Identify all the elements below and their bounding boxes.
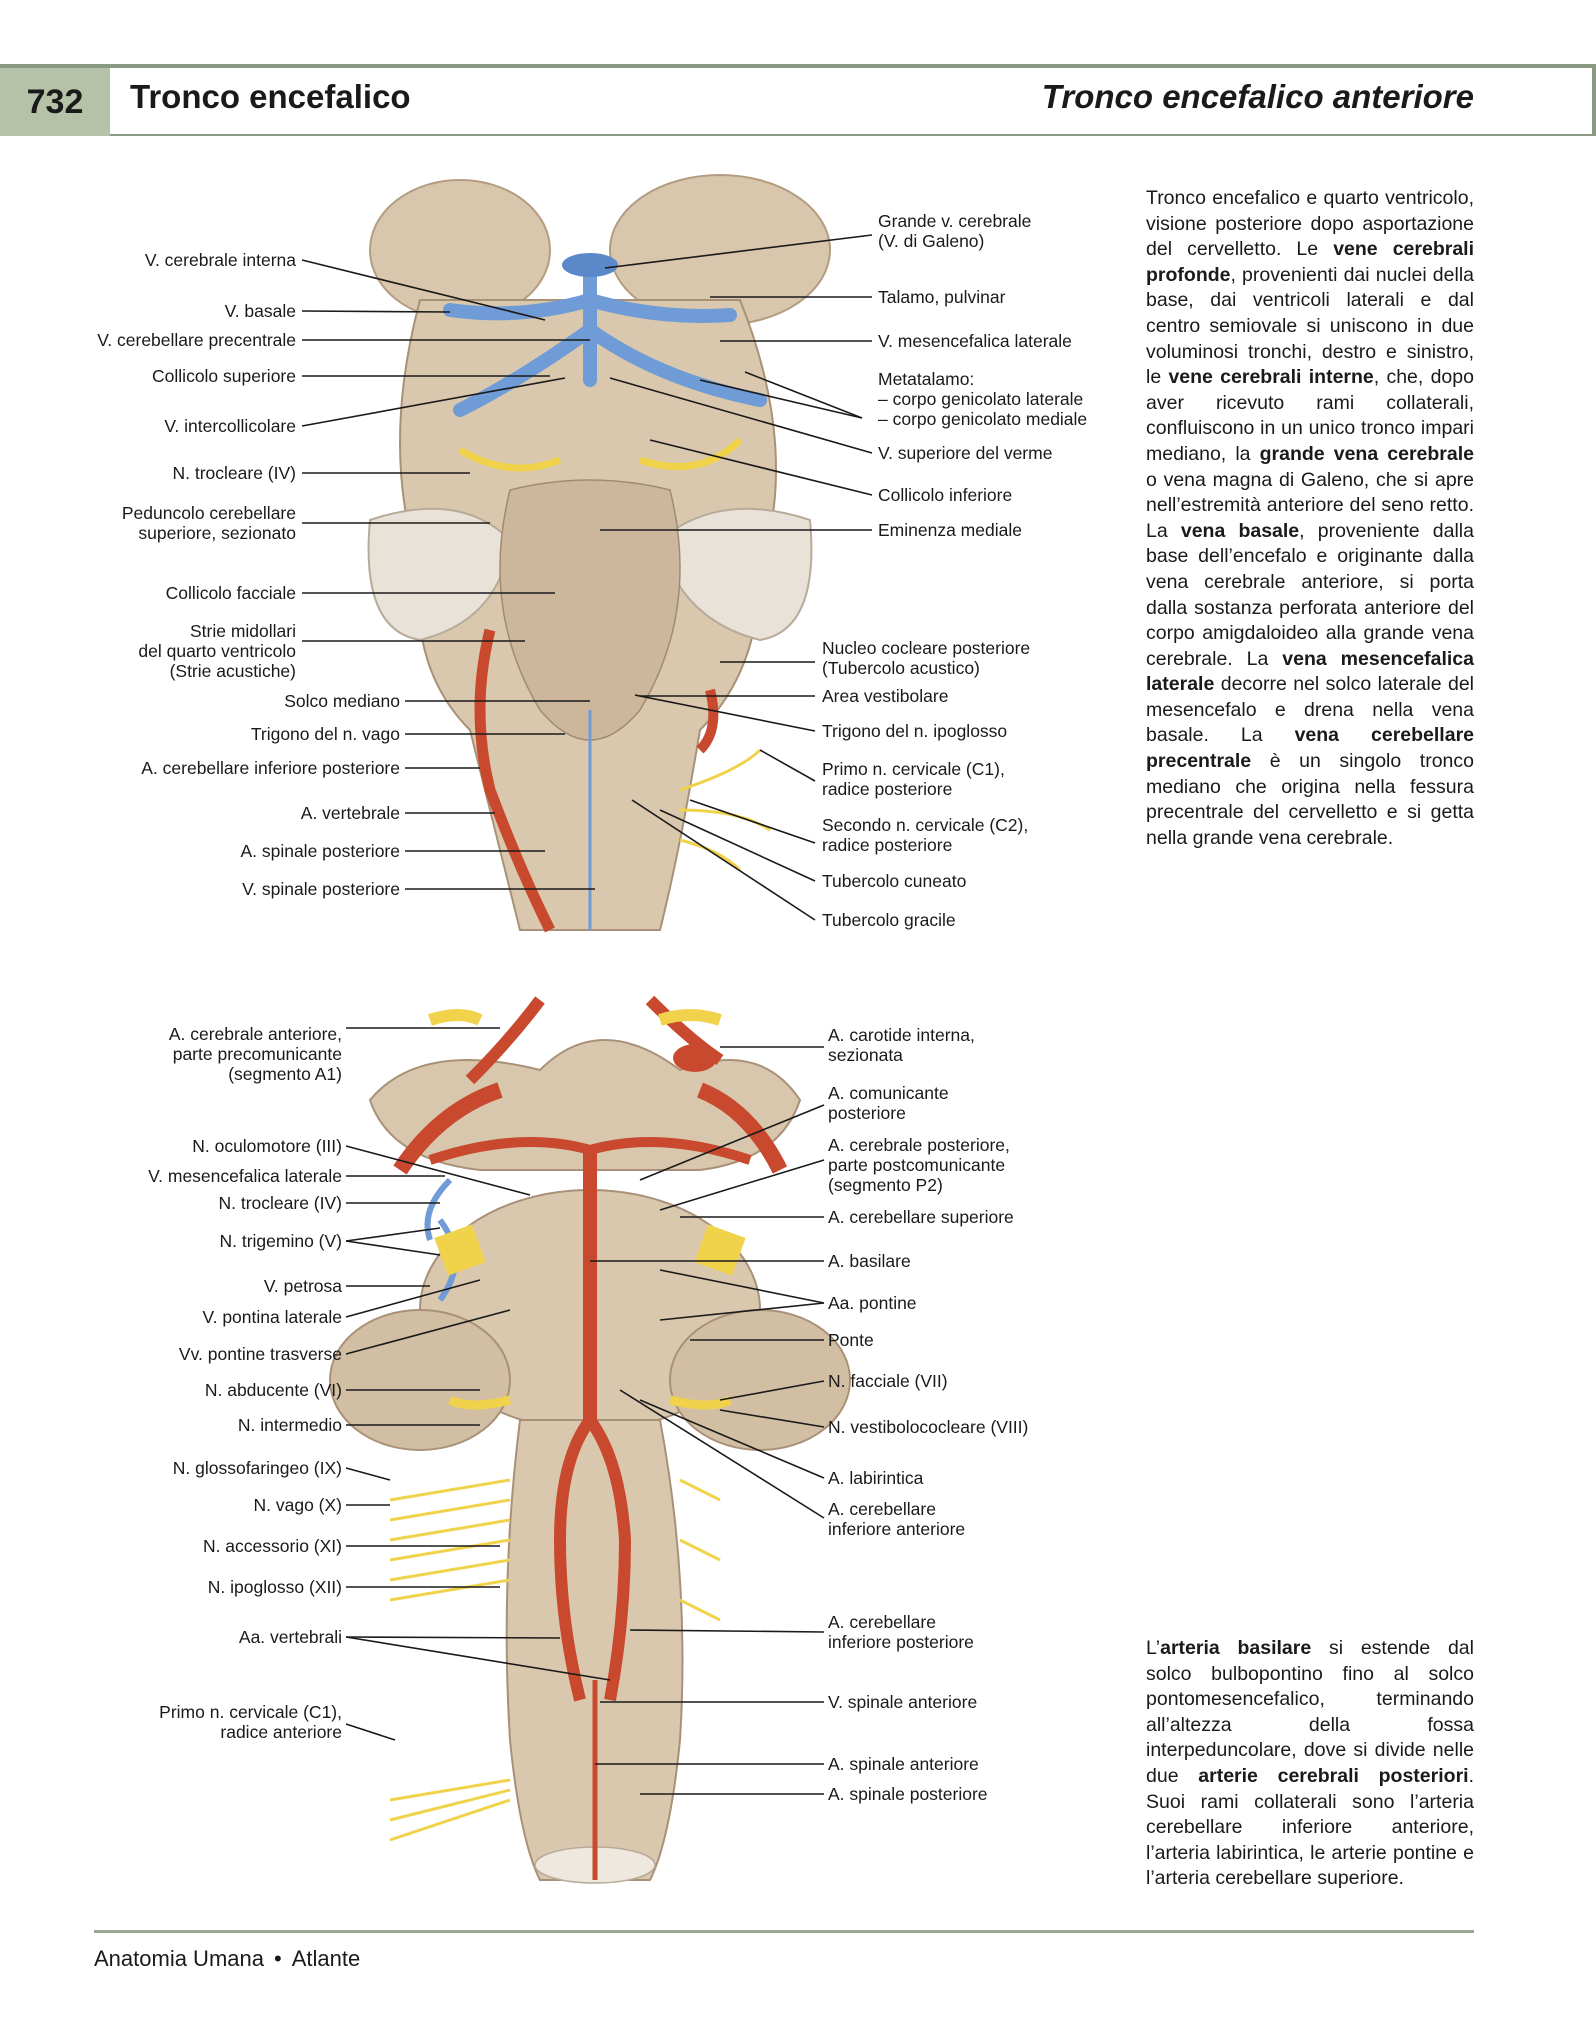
label-v-cerebellare-precentrale: V. cerebellare precentrale — [97, 330, 296, 350]
label-n-glossofaringeo: N. glossofaringeo (IX) — [172, 1458, 342, 1478]
label-v-pontina-laterale: V. pontina laterale — [202, 1307, 342, 1327]
figure1-illustration — [301, 174, 873, 933]
label-metatalamo: Metatalamo: – corpo genicolato laterale … — [878, 369, 1088, 429]
label-a-carotide-interna: A. carotide interna, sezionata — [828, 1025, 975, 1065]
label-aa-pontine: Aa. pontine — [828, 1293, 917, 1313]
section-title: Tronco encefalico anteriore — [1041, 78, 1474, 115]
label-a-cerebrale-posteriore: A. cerebrale posteriore, parte postcomun… — [828, 1135, 1010, 1195]
label-secondo-n-cervicale: Secondo n. cervicale (C2), radice poster… — [822, 815, 1029, 855]
label-v-spinale-posteriore: V. spinale posteriore — [242, 879, 400, 899]
label-n-vestibolococleare: N. vestibolococleare (VIII) — [828, 1417, 1029, 1437]
label-tubercolo-gracile: Tubercolo gracile — [822, 910, 956, 930]
label-v-petrosa: V. petrosa — [263, 1276, 342, 1296]
label-trigono-vago: Trigono del n. vago — [250, 724, 400, 744]
label-a-cerebellare-inf-ant: A. cerebellare inferiore anteriore — [828, 1499, 966, 1539]
caption-arteria-basilare: L’arteria basilare si estende dal solco … — [1146, 1637, 1474, 1890]
header-top-rule — [0, 64, 1596, 68]
label-vv-pontine-trasverse: Vv. pontine trasverse — [178, 1344, 342, 1364]
footer: Anatomia Umana • Atlante — [94, 1946, 360, 1972]
label-n-vago: N. vago (X) — [253, 1495, 343, 1515]
figure2-illustration — [329, 995, 851, 1884]
label-v-mesencefalica-laterale-2: V. mesencefalica laterale — [148, 1166, 342, 1186]
label-n-trocleare-2: N. trocleare (IV) — [218, 1193, 343, 1213]
label-tubercolo-cuneato: Tubercolo cuneato — [822, 871, 967, 891]
header-right-border — [1592, 68, 1596, 136]
figure-anterior-brainstem: A. cerebrale anteriore, parte precomunic… — [0, 980, 1596, 1900]
label-n-abducente: N. abducente (VI) — [204, 1380, 342, 1400]
label-nucleo-cocleare: Nucleo cocleare posteriore (Tubercolo ac… — [822, 638, 1031, 678]
label-talamo-pulvinar: Talamo, pulvinar — [878, 287, 1006, 307]
footer-book: Anatomia Umana — [94, 1946, 264, 1971]
label-n-trocleare: N. trocleare (IV) — [172, 463, 297, 483]
label-peduncolo-cerebellare: Peduncolo cerebellare superiore, seziona… — [121, 503, 296, 543]
label-collicolo-facciale: Collicolo facciale — [165, 583, 296, 603]
label-n-ipoglosso: N. ipoglosso (XII) — [207, 1577, 342, 1597]
label-v-cerebrale-interna: V. cerebrale interna — [144, 250, 296, 270]
header-under-rule — [110, 134, 1596, 136]
label-primo-n-cervicale: Primo n. cervicale (C1), radice posterio… — [822, 759, 1005, 799]
label-v-mesencefalica-laterale: V. mesencefalica laterale — [878, 331, 1072, 351]
label-grande-v-cerebrale: Grande v. cerebrale (V. di Galeno) — [878, 211, 1032, 251]
label-eminenza-mediale: Eminenza mediale — [878, 520, 1022, 540]
label-a-spinale-anteriore: A. spinale anteriore — [828, 1754, 979, 1774]
footer-volume: Atlante — [291, 1946, 361, 1971]
page-number: 732 — [0, 68, 110, 136]
label-area-vestibolare: Area vestibolare — [822, 686, 949, 706]
label-a-comunicante-posteriore: A. comunicante posteriore — [828, 1083, 949, 1123]
label-primo-n-cervicale-ant: Primo n. cervicale (C1), radice anterior… — [159, 1702, 342, 1742]
label-v-spinale-anteriore: V. spinale anteriore — [828, 1692, 978, 1712]
chapter-title: Tronco encefalico — [130, 78, 411, 115]
label-aa-vertebrali: Aa. vertebrali — [238, 1627, 342, 1647]
label-strie-midollari: Strie midollari del quarto ventricolo (S… — [138, 621, 296, 681]
label-trigono-ipoglosso: Trigono del n. ipoglosso — [822, 721, 1008, 741]
label-a-cerebellare-inf-post: A. cerebellare inferiore posteriore — [141, 758, 400, 778]
label-n-facciale: N. facciale (VII) — [828, 1371, 948, 1391]
label-solco-mediano: Solco mediano — [284, 691, 400, 711]
label-a-cerebellare-inf-post-2: A. cerebellare inferiore posteriore — [828, 1612, 974, 1652]
footer-rule — [94, 1930, 1474, 1933]
label-v-intercollicolare: V. intercollicolare — [164, 416, 296, 436]
label-a-labirintica: A. labirintica — [828, 1468, 924, 1488]
label-a-basilare: A. basilare — [828, 1251, 911, 1271]
label-a-cerebellare-superiore: A. cerebellare superiore — [828, 1207, 1014, 1227]
label-a-spinale-posteriore: A. spinale posteriore — [240, 841, 400, 861]
label-n-accessorio: N. accessorio (XI) — [202, 1536, 342, 1556]
label-a-vertebrale: A. vertebrale — [300, 803, 400, 823]
label-n-intermedio: N. intermedio — [237, 1415, 342, 1435]
label-collicolo-superiore: Collicolo superiore — [152, 366, 296, 386]
label-a-spinale-posteriore-2: A. spinale posteriore — [828, 1784, 988, 1804]
label-n-trigemino: N. trigemino (V) — [219, 1231, 342, 1251]
label-v-basale: V. basale — [224, 301, 296, 321]
label-ponte: Ponte — [828, 1330, 874, 1350]
footer-separator: • — [273, 1946, 282, 1971]
label-collicolo-inferiore: Collicolo inferiore — [878, 485, 1013, 505]
label-a-cerebrale-anteriore: A. cerebrale anteriore, parte precomunic… — [168, 1024, 342, 1084]
caption-posterior-view: Tronco encefalico e quarto ventricolo, v… — [1146, 187, 1475, 849]
figure-posterior-brainstem: V. cerebrale interna V. basale V. cerebe… — [0, 150, 1596, 950]
label-n-oculomotore: N. oculomotore (III) — [192, 1136, 342, 1156]
label-v-superiore-verme: V. superiore del verme — [878, 443, 1053, 463]
